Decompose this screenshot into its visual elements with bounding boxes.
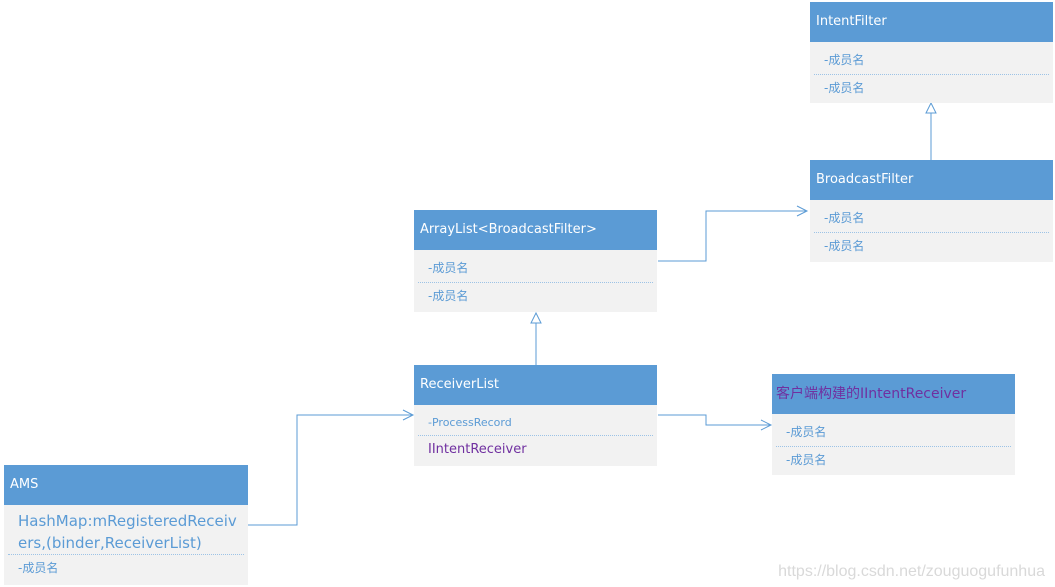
class-title: AMS: [4, 465, 248, 505]
class-title: BroadcastFilter: [810, 160, 1053, 200]
member-separator: [8, 554, 244, 555]
class-member: IIntentReceiver: [428, 442, 527, 457]
open-arrowhead: [402, 409, 415, 421]
class-member: -成员名: [824, 81, 865, 95]
watermark: https://blog.csdn.net/zouguogufunhua: [778, 563, 1045, 580]
class-box-ams: AMS HashMap:mRegisteredReceivers,(binder…: [4, 465, 248, 585]
class-title: ReceiverList: [414, 365, 657, 405]
class-title: IntentFilter: [810, 2, 1053, 42]
receiverlist-to-client-receiver-line: [658, 414, 770, 426]
class-member: -成员名: [824, 239, 865, 253]
class-member: -成员名: [824, 211, 865, 225]
class-box-receiverlist: ReceiverList -ProcessRecord IIntentRecei…: [414, 365, 657, 466]
class-title: ArrayList<BroadcastFilter>: [414, 210, 657, 250]
ams-to-receiverlist-line: [248, 414, 412, 526]
class-member: -成员名: [824, 53, 865, 67]
inheritance-arrowhead: [925, 101, 937, 114]
class-member: -成员名: [428, 289, 469, 303]
member-separator: [814, 232, 1049, 233]
class-box-intentfilter: IntentFilter -成员名 -成员名: [810, 2, 1053, 103]
class-box-broadcastfilter: BroadcastFilter -成员名 -成员名: [810, 160, 1053, 262]
member-separator: [814, 74, 1049, 75]
open-arrowhead: [796, 205, 809, 217]
member-separator: [776, 446, 1011, 447]
class-member: -成员名: [786, 425, 827, 439]
class-member: -成员名: [18, 561, 59, 575]
class-title: 客户端构建的IIntentReceiver: [772, 374, 1015, 414]
class-member: -成员名: [786, 453, 827, 467]
member-separator: [418, 282, 653, 283]
class-box-client-receiver: 客户端构建的IIntentReceiver -成员名 -成员名: [772, 374, 1015, 475]
class-member: -成员名: [428, 261, 469, 275]
member-separator: [418, 435, 653, 436]
open-arrowhead: [760, 419, 773, 431]
class-member: HashMap:mRegisteredReceivers,(binder,Rec…: [18, 512, 237, 552]
inheritance-arrowhead: [530, 311, 542, 324]
arraylist-to-broadcastfilter-line: [658, 210, 806, 262]
class-member: -ProcessRecord: [428, 416, 512, 429]
class-box-arraylist: ArrayList<BroadcastFilter> -成员名 -成员名: [414, 210, 657, 312]
